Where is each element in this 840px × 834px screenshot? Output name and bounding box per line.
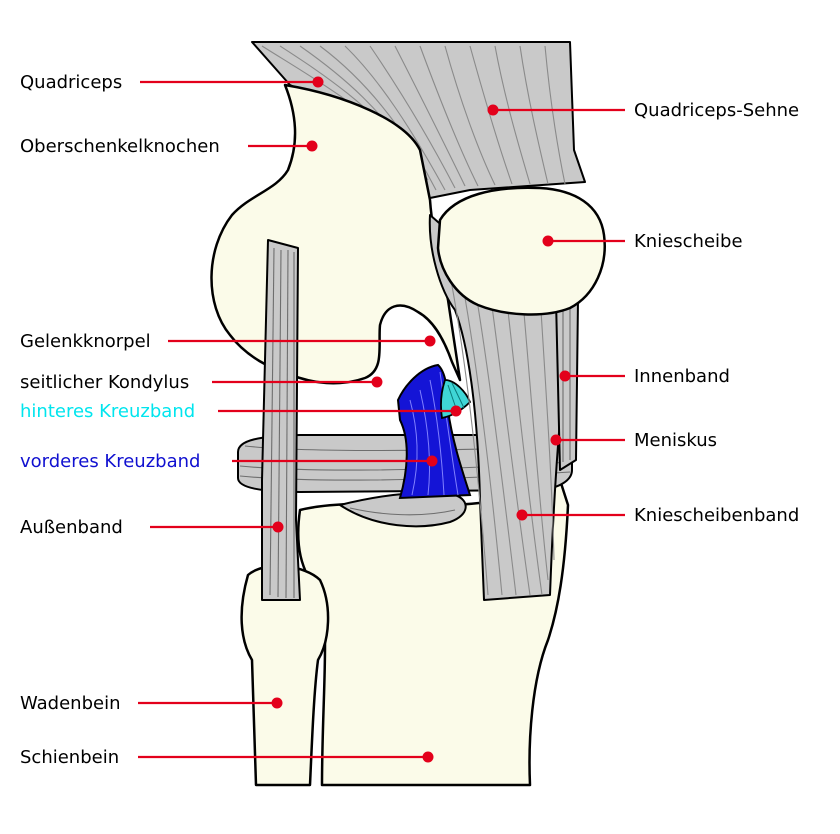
label-lateral-condyle: seitlicher Kondylus bbox=[20, 372, 189, 393]
patella-bone bbox=[436, 186, 606, 316]
dot-patellar-ligament bbox=[516, 509, 528, 521]
label-medial-ligament: Innenband bbox=[634, 366, 730, 387]
dot-cartilage bbox=[424, 335, 436, 347]
dot-fibula bbox=[271, 697, 283, 709]
label-quadriceps-tendon: Quadriceps-Sehne bbox=[634, 100, 799, 121]
dot-lateral-condyle bbox=[371, 376, 383, 388]
dot-medial-ligament bbox=[559, 370, 571, 382]
dot-meniscus bbox=[550, 434, 562, 446]
dot-anterior-cruciate bbox=[426, 455, 438, 467]
dot-quadriceps-tendon bbox=[487, 104, 499, 116]
label-cartilage: Gelenkknorpel bbox=[20, 331, 151, 352]
dot-patella bbox=[542, 235, 554, 247]
label-meniscus: Meniskus bbox=[634, 430, 717, 451]
right-labels: Quadriceps-Sehne Kniescheibe Innenband M… bbox=[634, 100, 799, 526]
label-tibia: Schienbein bbox=[20, 747, 119, 768]
dot-lateral-ligament bbox=[272, 521, 284, 533]
tibial-plateau bbox=[339, 492, 467, 528]
label-posterior-cruciate: hinteres Kreuzband bbox=[20, 401, 195, 422]
label-lateral-ligament: Außenband bbox=[20, 517, 123, 538]
left-leaders bbox=[138, 76, 462, 763]
label-anterior-cruciate: vorderes Kreuzband bbox=[20, 451, 200, 472]
medial-ligament bbox=[555, 299, 579, 471]
right-leaders bbox=[487, 104, 625, 521]
label-patella: Kniescheibe bbox=[634, 231, 743, 252]
label-fibula: Wadenbein bbox=[20, 693, 121, 714]
dot-quadriceps bbox=[312, 76, 324, 88]
label-femur: Oberschenkelknochen bbox=[20, 136, 220, 157]
dot-tibia bbox=[422, 751, 434, 763]
label-quadriceps: Quadriceps bbox=[20, 72, 122, 93]
label-patellar-ligament: Kniescheibenband bbox=[634, 505, 799, 526]
lateral-ligament bbox=[261, 239, 301, 601]
dot-femur bbox=[306, 140, 318, 152]
dot-posterior-cruciate bbox=[450, 405, 462, 417]
anterior-cruciate-ligament bbox=[396, 363, 472, 500]
left-labels: Quadriceps Oberschenkelknochen Gelenkkno… bbox=[20, 72, 220, 768]
fibula-bone bbox=[240, 564, 330, 787]
